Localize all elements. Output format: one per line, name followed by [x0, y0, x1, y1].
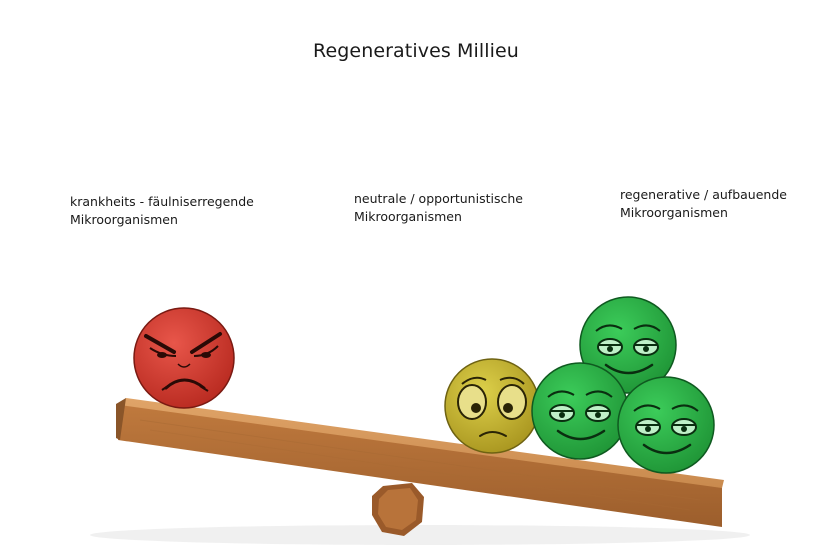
worried-yellow-face-icon	[444, 358, 540, 454]
happy-green-face-icon-left	[531, 362, 629, 460]
label-neutral-line2: Mikroorganismen	[354, 209, 462, 224]
label-regenerative-microorganisms: regenerative / aufbauende Mikroorganisme…	[620, 186, 787, 222]
label-regenerative-line1: regenerative / aufbauende	[620, 187, 787, 202]
label-regenerative-line2: Mikroorganismen	[620, 205, 728, 220]
happy-green-face-icon-right	[617, 376, 715, 474]
angry-red-face-icon	[133, 307, 235, 409]
label-neutral-line1: neutrale / opportunistische	[354, 191, 523, 206]
label-neutral-microorganisms: neutrale / opportunistische Mikroorganis…	[354, 190, 523, 226]
label-harmful-line1: krankheits - fäulniserregende	[70, 194, 254, 209]
diagram-title: Regeneratives Millieu	[313, 40, 519, 62]
label-harmful-line2: Mikroorganismen	[70, 212, 178, 227]
ground-shadow	[90, 525, 750, 545]
seesaw-plank	[116, 398, 724, 527]
seesaw-fulcrum	[372, 483, 424, 536]
label-harmful-microorganisms: krankheits - fäulniserregende Mikroorgan…	[70, 193, 254, 229]
